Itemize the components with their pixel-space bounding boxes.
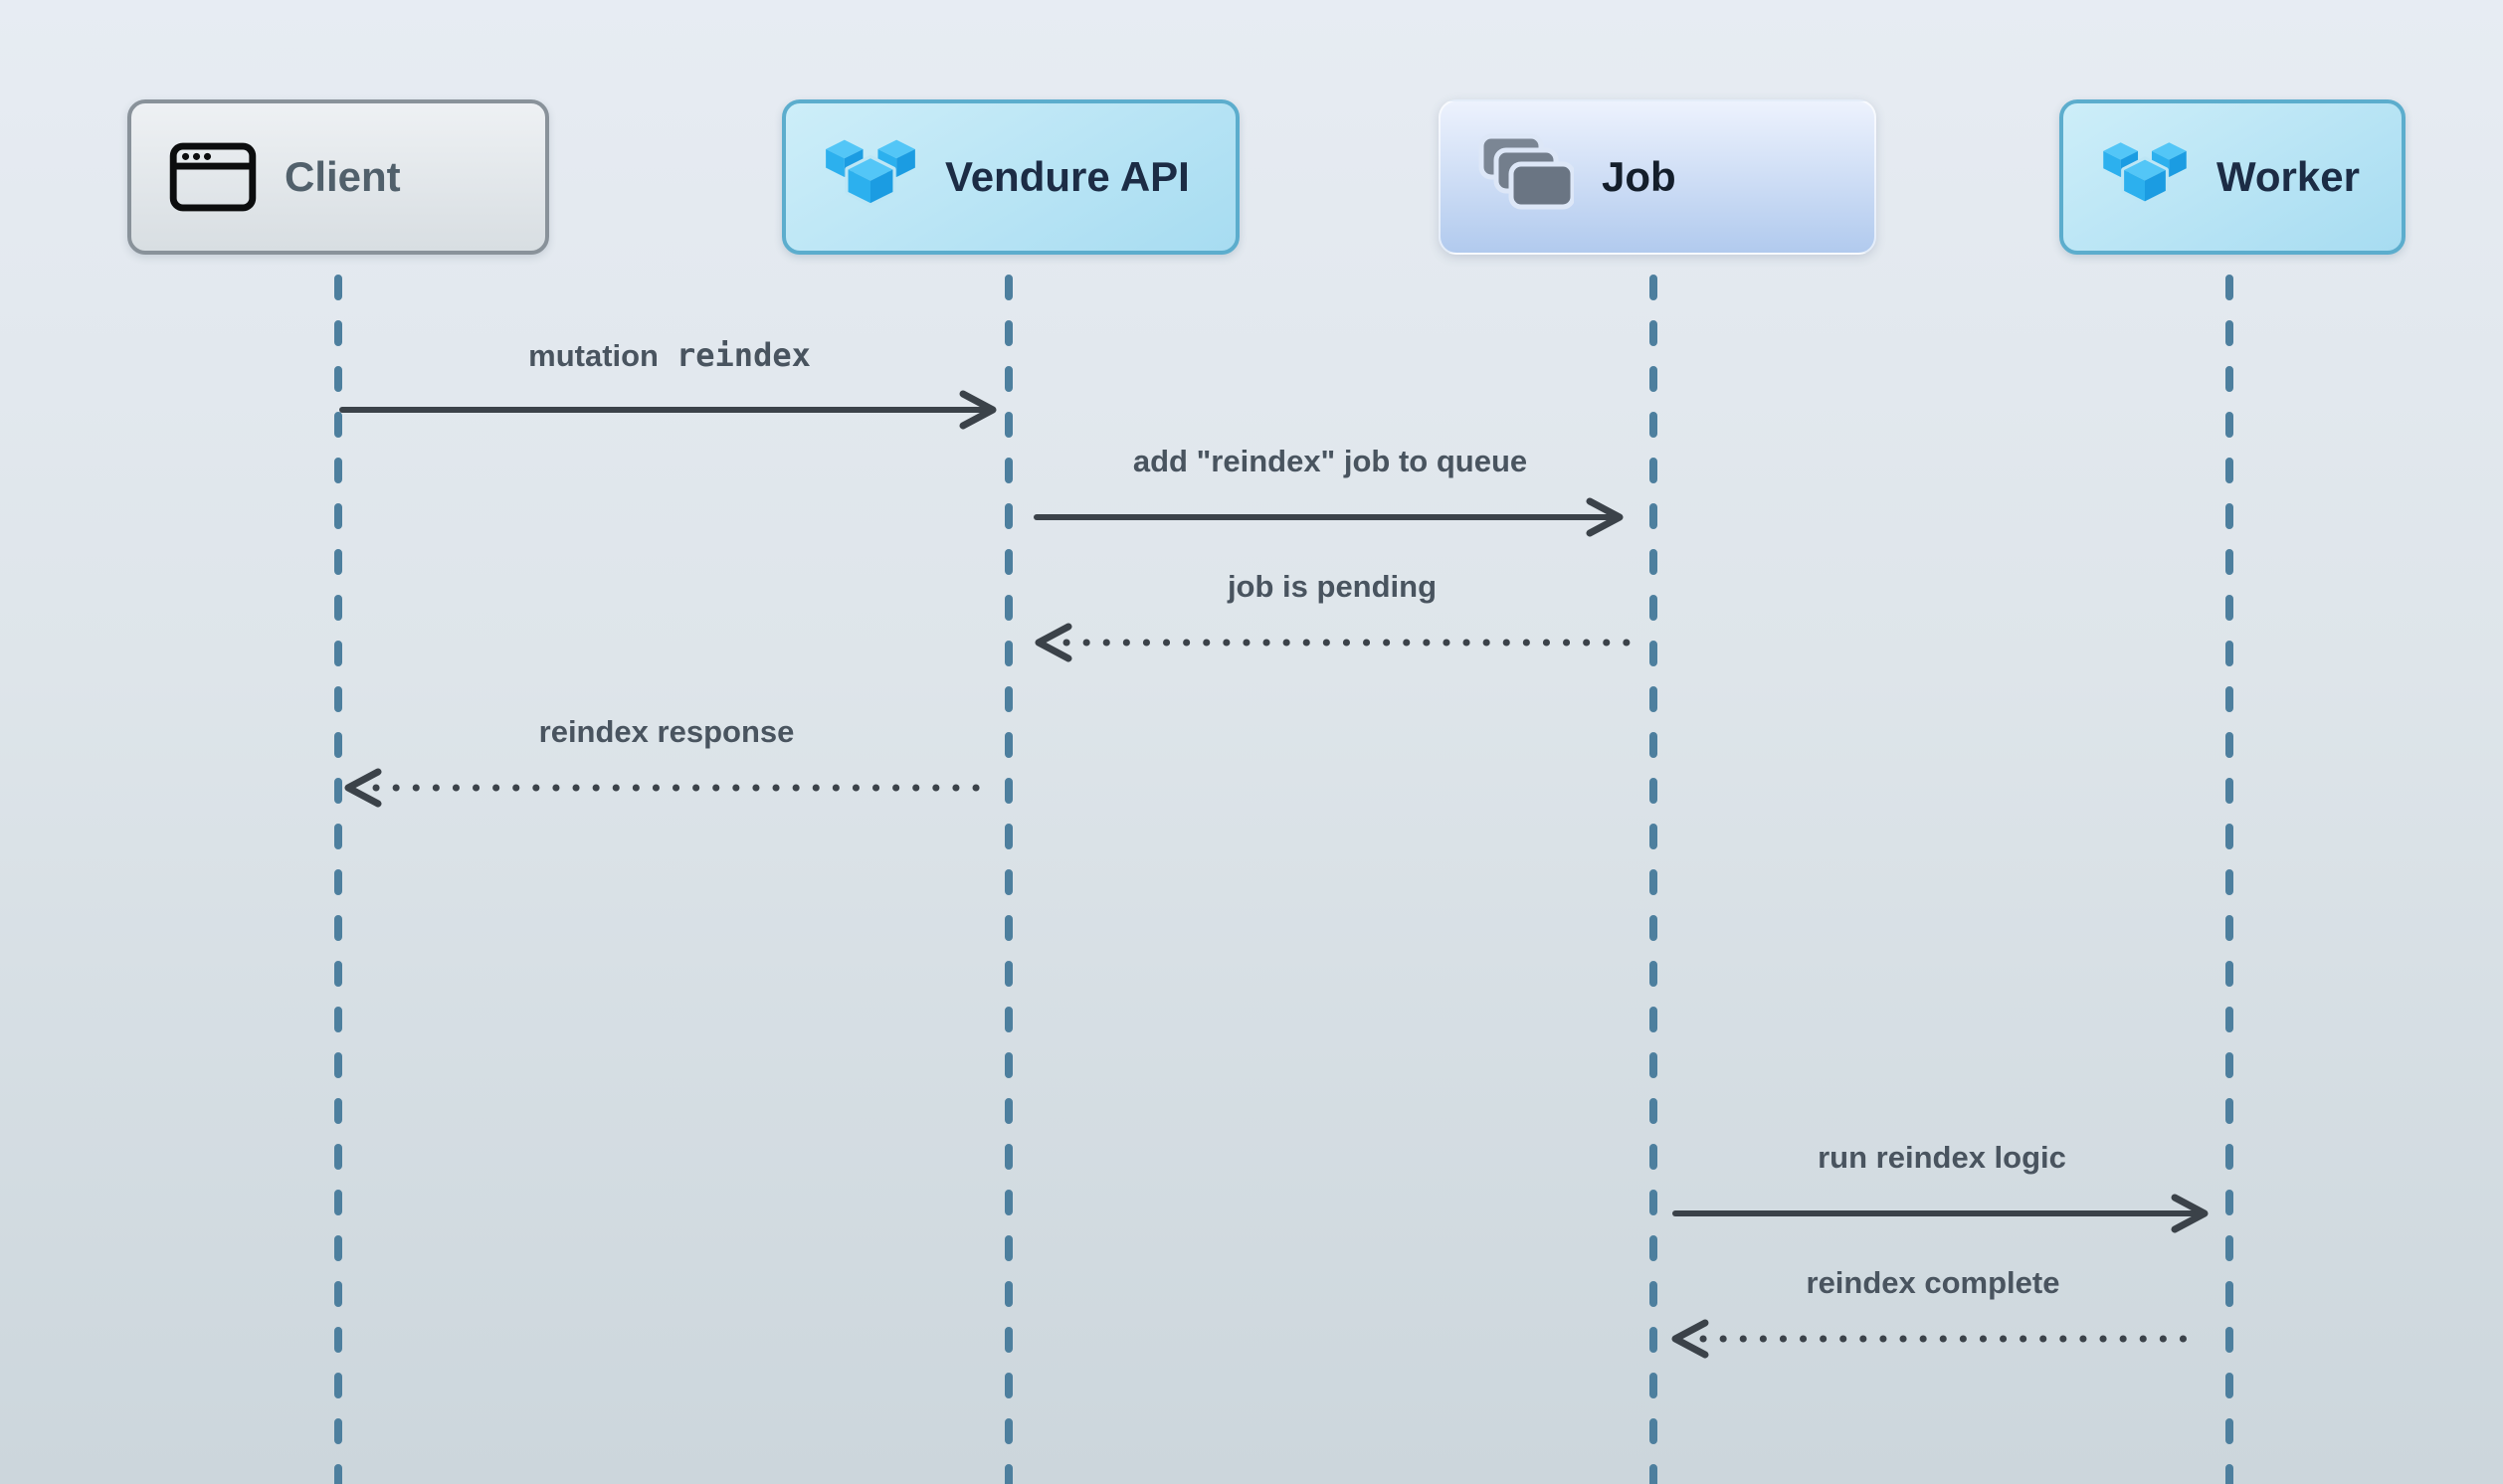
dotted-arrow-left xyxy=(344,768,991,808)
message-run-reindex-logic: run reindex logic xyxy=(1672,1140,2211,1239)
message-add-reindex-job: add "reindex" job to queue xyxy=(1034,444,1626,543)
actor-job: Job xyxy=(1439,99,1876,255)
actor-client-label: Client xyxy=(285,153,401,200)
solid-arrow-right xyxy=(1672,1194,2209,1233)
actor-client: Client xyxy=(127,99,549,255)
actor-worker: Worker xyxy=(2059,99,2406,255)
stacked-cards-icon xyxy=(1478,133,1574,221)
browser-window-icon xyxy=(169,142,257,212)
message-job-is-pending: job is pending xyxy=(1033,569,1632,668)
message-label: run reindex logic xyxy=(1818,1140,2066,1175)
message-reindex-response: reindex response xyxy=(342,714,991,814)
dotted-arrow-left xyxy=(1035,623,1632,662)
actor-vendure-api-label: Vendure API xyxy=(945,153,1190,200)
inline-code: reindex xyxy=(676,336,811,374)
solid-arrow-right xyxy=(1034,497,1624,537)
solid-arrow-right xyxy=(339,390,997,430)
vendure-logo-icon xyxy=(824,134,917,220)
actor-worker-label: Worker xyxy=(2216,153,2360,200)
message-label: reindex complete xyxy=(1806,1265,2060,1300)
message-label: add "reindex" job to queue xyxy=(1132,444,1528,478)
dotted-arrow-left xyxy=(1671,1319,2197,1359)
actor-job-label: Job xyxy=(1602,153,1676,200)
actor-vendure-api: Vendure API xyxy=(782,99,1240,255)
message-reindex-complete: reindex complete xyxy=(1669,1265,2197,1365)
vendure-logo-icon xyxy=(2101,137,2189,217)
message-label: job is pending xyxy=(1227,569,1438,604)
message-label: reindex response xyxy=(538,714,795,749)
